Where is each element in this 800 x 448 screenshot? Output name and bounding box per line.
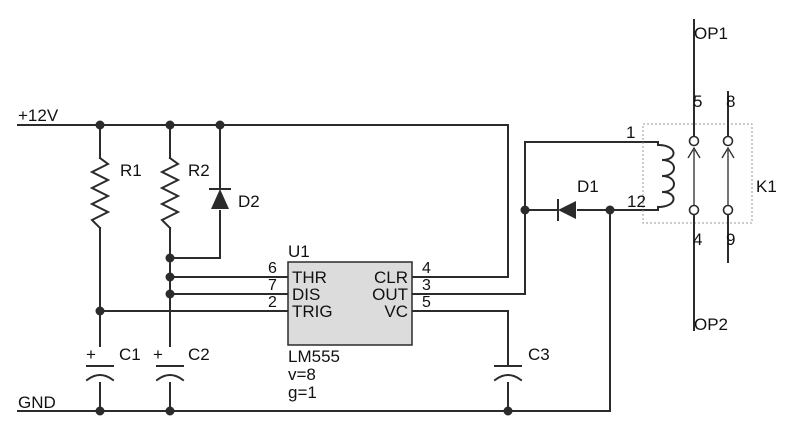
- u1-param-g: g=1: [288, 383, 317, 402]
- k1-contact-9: [722, 204, 734, 216]
- u1-pin-num-5: 5: [422, 294, 431, 311]
- c2-plus: +: [153, 345, 163, 364]
- k1-contact-8: [722, 135, 734, 147]
- u1-pin-num-4: 4: [422, 260, 431, 277]
- k1-pin-8: 8: [726, 92, 735, 111]
- u1-pin-name-clr: CLR: [374, 268, 408, 287]
- d1-label: D1: [577, 177, 599, 196]
- k1-contact-4: [688, 204, 700, 216]
- k1-contact-5: [688, 135, 700, 147]
- d2-diode: [209, 188, 231, 209]
- k1-pin-4: 4: [693, 230, 702, 249]
- r1-label: R1: [120, 161, 142, 180]
- k1-arrow-left: [687, 146, 701, 159]
- u1-pin-num-2: 2: [268, 294, 277, 311]
- k1-coil: [656, 141, 675, 211]
- u1-pin-name-vc: VC: [384, 302, 408, 321]
- d1-diode: [557, 199, 576, 221]
- r2-resistor: [159, 156, 181, 230]
- u1-part: LM555: [288, 347, 340, 366]
- u1-ref: U1: [288, 242, 310, 261]
- u1-pin-num-6: 6: [268, 260, 277, 277]
- u1-pin-name-dis: DIS: [292, 285, 320, 304]
- op1-label: OP1: [694, 24, 728, 43]
- k1-coil-pin-12: 12: [627, 192, 646, 211]
- k1-label: K1: [756, 177, 777, 196]
- u1-pin-num-7: 7: [268, 277, 277, 294]
- u1-body: [287, 261, 413, 346]
- u1-param-v: v=8: [288, 365, 316, 384]
- u1-pin-num-3: 3: [422, 277, 431, 294]
- c3-label: C3: [528, 345, 550, 364]
- k1-arrow-right: [721, 146, 735, 159]
- c3-capacitor: [493, 365, 523, 382]
- c2-label: C2: [188, 345, 210, 364]
- u1-pin-name-out: OUT: [372, 285, 408, 304]
- k1-pin-9: 9: [726, 230, 735, 249]
- gnd-label: GND: [18, 393, 56, 412]
- u1-pin-name-trig: TRIG: [292, 302, 333, 321]
- k1-coil-pin-1: 1: [626, 123, 635, 142]
- c1-capacitor: [85, 365, 115, 382]
- c1-label: C1: [119, 345, 141, 364]
- u1-pin-name-thr: THR: [292, 268, 327, 287]
- vcc-label: +12V: [18, 106, 59, 125]
- c1-plus: +: [86, 345, 96, 364]
- junctions: [95, 120, 615, 416]
- c2-capacitor: [155, 365, 185, 382]
- k1-pin-5: 5: [693, 92, 702, 111]
- r1-resistor: [89, 156, 111, 230]
- wires: [17, 124, 659, 412]
- d2-label: D2: [238, 192, 260, 211]
- op2-label: OP2: [694, 315, 728, 334]
- r2-label: R2: [188, 161, 210, 180]
